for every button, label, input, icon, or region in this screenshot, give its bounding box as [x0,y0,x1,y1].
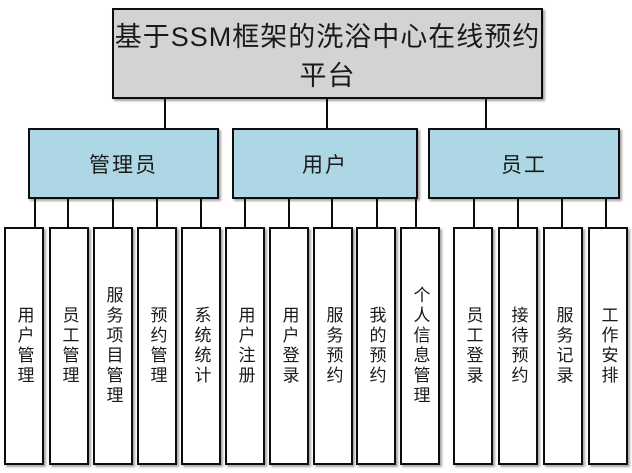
branch-staff-label: 员工 [501,153,547,177]
connector-line [485,99,487,128]
leaf-node-profile-mgmt: 个人信息管理 [400,227,440,465]
leaf-label: 员工管理 [59,306,79,386]
leaf-node-staff-mgmt: 员工管理 [49,227,89,465]
connector-line [112,199,114,227]
leaf-label: 系统统计 [191,306,211,386]
leaf-label: 用户登录 [279,306,299,386]
connector-line [244,199,246,227]
connector-line [326,99,328,128]
leaf-label: 服务项目管理 [103,286,123,406]
connector-line [34,199,36,227]
leaf-node-service-item-mgmt: 服务项目管理 [93,227,133,465]
connector-line [473,199,475,227]
leaf-node-work-schedule: 工作安排 [588,227,628,465]
leaf-node-user-login: 用户登录 [269,227,309,465]
leaf-label: 预约管理 [147,306,167,386]
connector-line [288,199,290,227]
leaf-label: 工作安排 [598,306,618,386]
branch-node-user: 用户 [232,128,418,199]
leaf-node-service-reserve: 服务预约 [313,227,353,465]
leaf-node-staff-login: 员工登录 [453,227,493,465]
leaf-label: 个人信息管理 [410,286,430,406]
leaf-label: 我的预约 [366,306,386,386]
branch-user-label: 用户 [302,153,348,177]
leaf-label: 服务记录 [553,306,573,386]
leaf-node-service-record: 服务记录 [543,227,583,465]
leaf-label: 用户注册 [235,306,255,386]
leaf-node-system-stats: 系统统计 [181,227,221,465]
leaf-label: 服务预约 [323,306,343,386]
connector-line [376,199,378,227]
leaf-node-my-reservations: 我的预约 [356,227,396,465]
connector-line [156,199,158,227]
branch-node-admin: 管理员 [28,128,219,199]
connector-line [561,199,563,227]
leaf-label: 用户管理 [14,306,34,386]
leaf-node-user-mgmt: 用户管理 [4,227,44,465]
root-node-label: 基于SSM框架的洗浴中心在线预约平台 [114,21,541,91]
leaf-node-receive-reservation: 接待预约 [498,227,538,465]
connector-line [200,199,202,227]
leaf-label: 接待预约 [508,306,528,386]
connector-line [331,199,333,227]
connector-line [517,199,519,227]
branch-admin-label: 管理员 [89,153,158,177]
leaf-node-reservation-mgmt: 预约管理 [137,227,177,465]
branch-node-staff: 员工 [428,128,620,199]
leaf-label: 员工登录 [463,306,483,386]
root-node: 基于SSM框架的洗浴中心在线预约平台 [112,8,543,99]
connector-line [415,199,417,227]
connector-line [164,99,166,128]
connector-line [67,199,69,227]
connector-line [605,199,607,227]
leaf-node-user-register: 用户注册 [225,227,265,465]
